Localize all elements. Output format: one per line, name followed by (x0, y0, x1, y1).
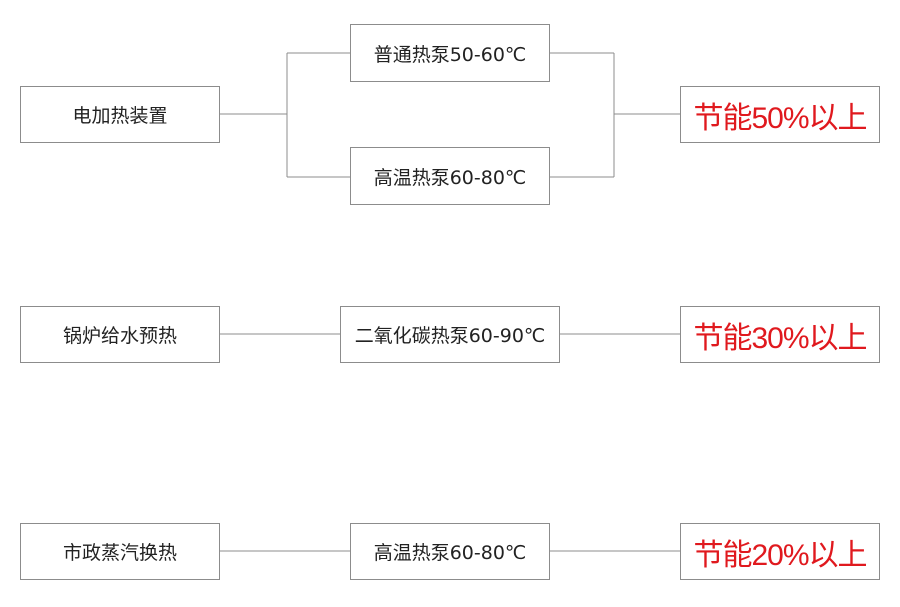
heat-pump-box-standard: 普通热泵50-60℃ (350, 24, 550, 82)
source-label: 锅炉给水预热 (62, 325, 177, 347)
heat-pump-label: 二氧化碳热泵60-90℃ (354, 325, 546, 347)
heat-pump-box-high-temp-row3: 高温热泵60-80℃ (350, 523, 550, 580)
source-box-municipal-steam: 市政蒸汽换热 (20, 523, 220, 580)
result-box-20: 节能20%以上 (680, 523, 880, 580)
heat-pump-box-high-temp: 高温热泵60-80℃ (350, 147, 550, 205)
heat-pump-label: 普通热泵50-60℃ (373, 43, 527, 66)
result-box-50: 节能50%以上 (680, 86, 880, 143)
source-box-electric-heating: 电加热装置 (20, 86, 220, 143)
source-box-boiler-feedwater: 锅炉给水预热 (20, 306, 220, 363)
heat-pump-label: 高温热泵60-80℃ (373, 166, 527, 189)
source-label: 市政蒸汽换热 (62, 542, 177, 564)
heat-pump-box-co2: 二氧化碳热泵60-90℃ (340, 306, 560, 363)
result-label: 节能50%以上 (693, 101, 867, 135)
heat-pump-label: 高温热泵60-80℃ (373, 542, 527, 564)
result-label: 节能20%以上 (693, 538, 867, 572)
result-box-30: 节能30%以上 (680, 306, 880, 363)
source-label: 电加热装置 (72, 105, 168, 127)
result-label: 节能30%以上 (693, 321, 867, 355)
